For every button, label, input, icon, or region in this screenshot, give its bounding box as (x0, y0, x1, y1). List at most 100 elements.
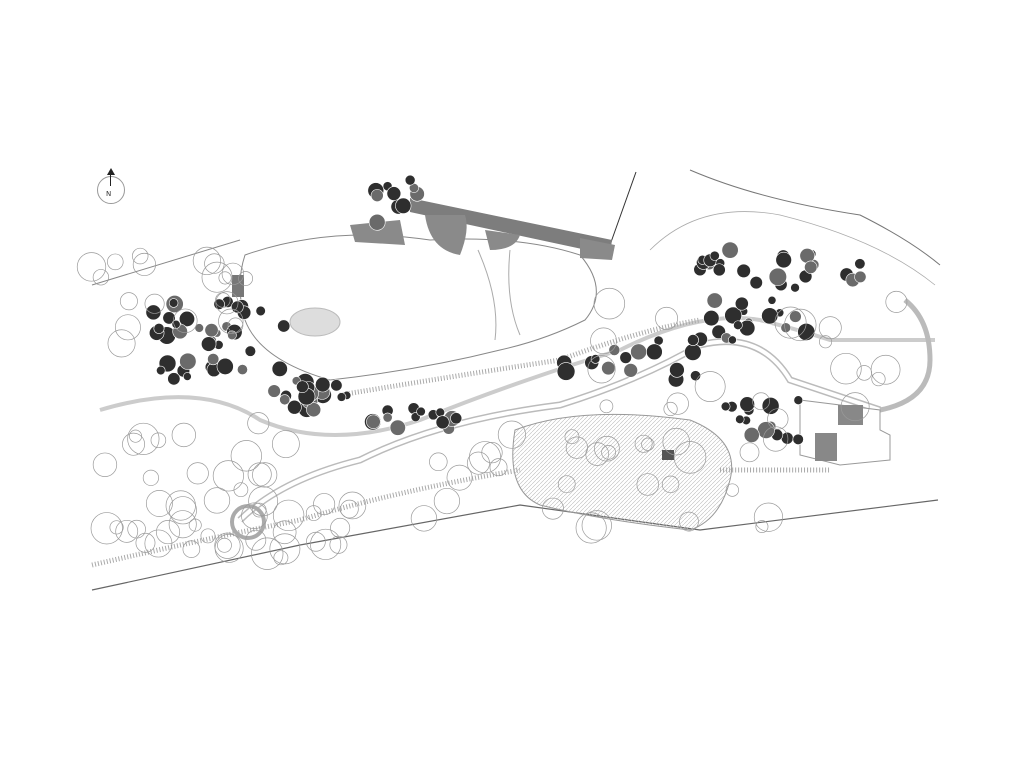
tree-canopy (752, 392, 770, 411)
tree-canopy (556, 362, 576, 381)
tree-canopy (114, 314, 141, 341)
tree-canopy (144, 529, 173, 558)
tree-canopy (247, 462, 272, 487)
tree-canopy (489, 458, 508, 477)
road-northeast (689, 169, 941, 266)
tree-canopy-group (76, 174, 908, 570)
tree-canopy (171, 422, 196, 448)
upper-path (99, 316, 935, 437)
tree-canopy (728, 335, 737, 345)
tree-canopy (466, 451, 490, 475)
tree-canopy (340, 499, 359, 519)
tree-canopy (784, 308, 817, 342)
tree-canopy (336, 392, 347, 402)
tree-canopy (115, 519, 139, 543)
tree-canopy (856, 365, 873, 381)
tree-canopy (200, 528, 216, 544)
tree-canopy (252, 462, 278, 488)
tree-canopy (404, 174, 416, 186)
tree-canopy (168, 510, 197, 539)
tree-canopy (382, 412, 393, 423)
tree-canopy (255, 305, 266, 317)
tree-canopy (271, 430, 300, 458)
small-structure (662, 450, 674, 460)
tree-canopy (753, 502, 784, 532)
tree-canopy (641, 437, 655, 451)
tree-canopy (248, 486, 279, 517)
tree-canopy (775, 251, 792, 269)
tree-canopy (684, 343, 702, 361)
tree-canopy (238, 271, 254, 286)
tree-canopy (734, 296, 749, 311)
tree-canopy (90, 512, 123, 545)
tree-canopy (446, 464, 473, 491)
tree-canopy (221, 262, 245, 286)
tree-canopy (761, 307, 779, 325)
north-label: N (106, 190, 112, 198)
tree-canopy (594, 435, 620, 462)
tree-canopy (386, 186, 402, 201)
tree-canopy (703, 310, 720, 327)
tree-canopy (315, 376, 331, 393)
tree-canopy (241, 502, 268, 529)
tree-canopy (429, 452, 448, 472)
tree-canopy (749, 276, 763, 290)
tree-canopy (435, 415, 450, 430)
tree-canopy (581, 510, 612, 541)
tree-canopy (313, 493, 336, 516)
tree-canopy (279, 394, 291, 406)
tree-canopy (854, 258, 866, 270)
tree-canopy (245, 529, 267, 551)
meadow-area (512, 413, 733, 531)
tree-canopy (217, 537, 232, 553)
lawn-divider-path (477, 249, 521, 341)
tree-canopy (679, 511, 699, 532)
tree-canopy (212, 460, 244, 492)
road-northeast-inner (649, 211, 936, 286)
tree-canopy (593, 287, 626, 320)
tree-canopy (416, 406, 426, 417)
tree-canopy (156, 365, 166, 376)
tree-canopy (244, 345, 257, 357)
tree-canopy (709, 250, 720, 261)
tree-canopy (178, 310, 195, 327)
tree-canopy (183, 372, 192, 381)
tree-canopy (661, 475, 680, 494)
tree-canopy (763, 426, 789, 452)
main-lawn (239, 234, 597, 381)
pavilion-roof-1 (838, 405, 863, 425)
tree-canopy (712, 263, 726, 277)
tree-canopy (271, 360, 288, 377)
tree-canopy (601, 444, 616, 460)
tree-canopy (818, 316, 842, 340)
tree-canopy (162, 311, 176, 325)
tree-canopy (871, 371, 886, 387)
tree-canopy (107, 329, 136, 358)
tree-canopy (272, 520, 297, 545)
tree-canopy (207, 353, 220, 366)
tree-canopy (634, 434, 653, 453)
tree-canopy (119, 292, 138, 311)
tree-canopy (329, 535, 348, 554)
tree-canopy (155, 520, 181, 545)
tree-canopy (218, 308, 244, 334)
tree-canopy (186, 462, 209, 485)
tree-canopy (233, 482, 249, 498)
tree-canopy (188, 518, 202, 532)
building-wing-east (580, 238, 615, 260)
tree-canopy (450, 412, 463, 425)
tree-canopy (599, 399, 614, 414)
tree-canopy (575, 512, 607, 544)
tree-canopy (623, 363, 638, 378)
tree-canopy (587, 355, 616, 384)
tree-canopy (590, 354, 601, 364)
building-main (410, 198, 612, 255)
tree-canopy (564, 429, 580, 445)
north-arrow-shaft (110, 170, 111, 186)
tree-canopy (145, 304, 162, 321)
tree-canopy (338, 491, 367, 520)
tree-canopy (739, 396, 755, 412)
tree-canopy (557, 475, 576, 494)
tree-canopy (818, 335, 833, 349)
tree-canopy (330, 517, 351, 538)
